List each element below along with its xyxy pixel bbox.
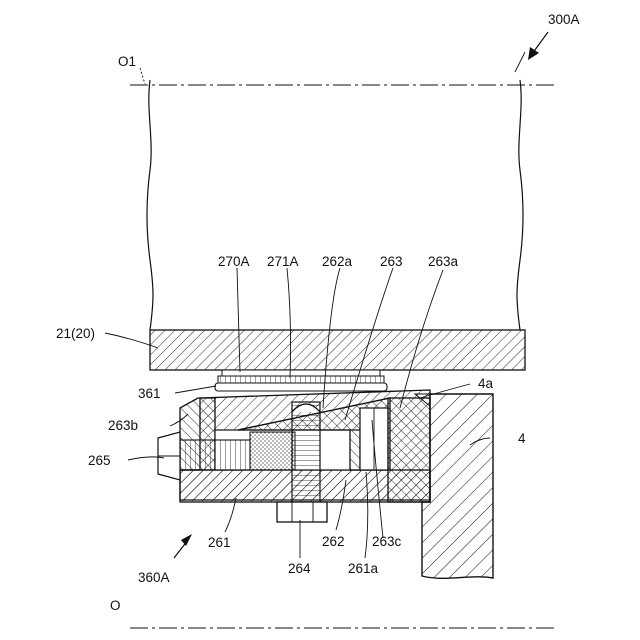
label-263c: 263c <box>372 534 402 549</box>
label-262: 262 <box>322 534 345 549</box>
label-263: 263 <box>380 254 403 269</box>
label-264: 264 <box>288 561 311 576</box>
label-261a: 261a <box>348 561 379 576</box>
layer-270A <box>222 370 380 376</box>
label-O1: O1 <box>118 54 136 69</box>
member-4 <box>422 394 493 578</box>
label-270A: 270A <box>218 254 250 269</box>
label-263b: 263b <box>108 418 138 433</box>
label-361: 361 <box>138 386 161 401</box>
label-4: 4 <box>518 431 526 446</box>
label-21-20: 21(20) <box>56 326 95 341</box>
label-263a: 263a <box>428 254 459 269</box>
upper-body-left-edge <box>147 80 153 330</box>
label-360A: 360A <box>138 570 170 585</box>
bolt-264-shaft <box>292 402 320 502</box>
spacer <box>250 432 295 470</box>
block-right-hatched <box>388 398 430 502</box>
label-261: 261 <box>208 535 231 550</box>
label-O: O <box>110 598 121 613</box>
label-4a: 4a <box>478 376 494 391</box>
bolt-264-nut <box>277 502 327 522</box>
label-300A: 300A <box>548 12 580 27</box>
screw-265-shaft <box>180 440 250 470</box>
axis-o1-leader <box>140 68 145 84</box>
label-262a: 262a <box>322 254 353 269</box>
upper-body-right-edge <box>517 80 523 330</box>
fig-ref-arrow <box>528 32 548 60</box>
assembly-360A-arrow <box>174 534 192 558</box>
layer-271A-teeth <box>218 376 384 383</box>
plate-21 <box>150 330 525 370</box>
label-271A: 271A <box>267 254 299 269</box>
layer-271A-base <box>215 383 387 391</box>
label-265: 265 <box>88 453 111 468</box>
